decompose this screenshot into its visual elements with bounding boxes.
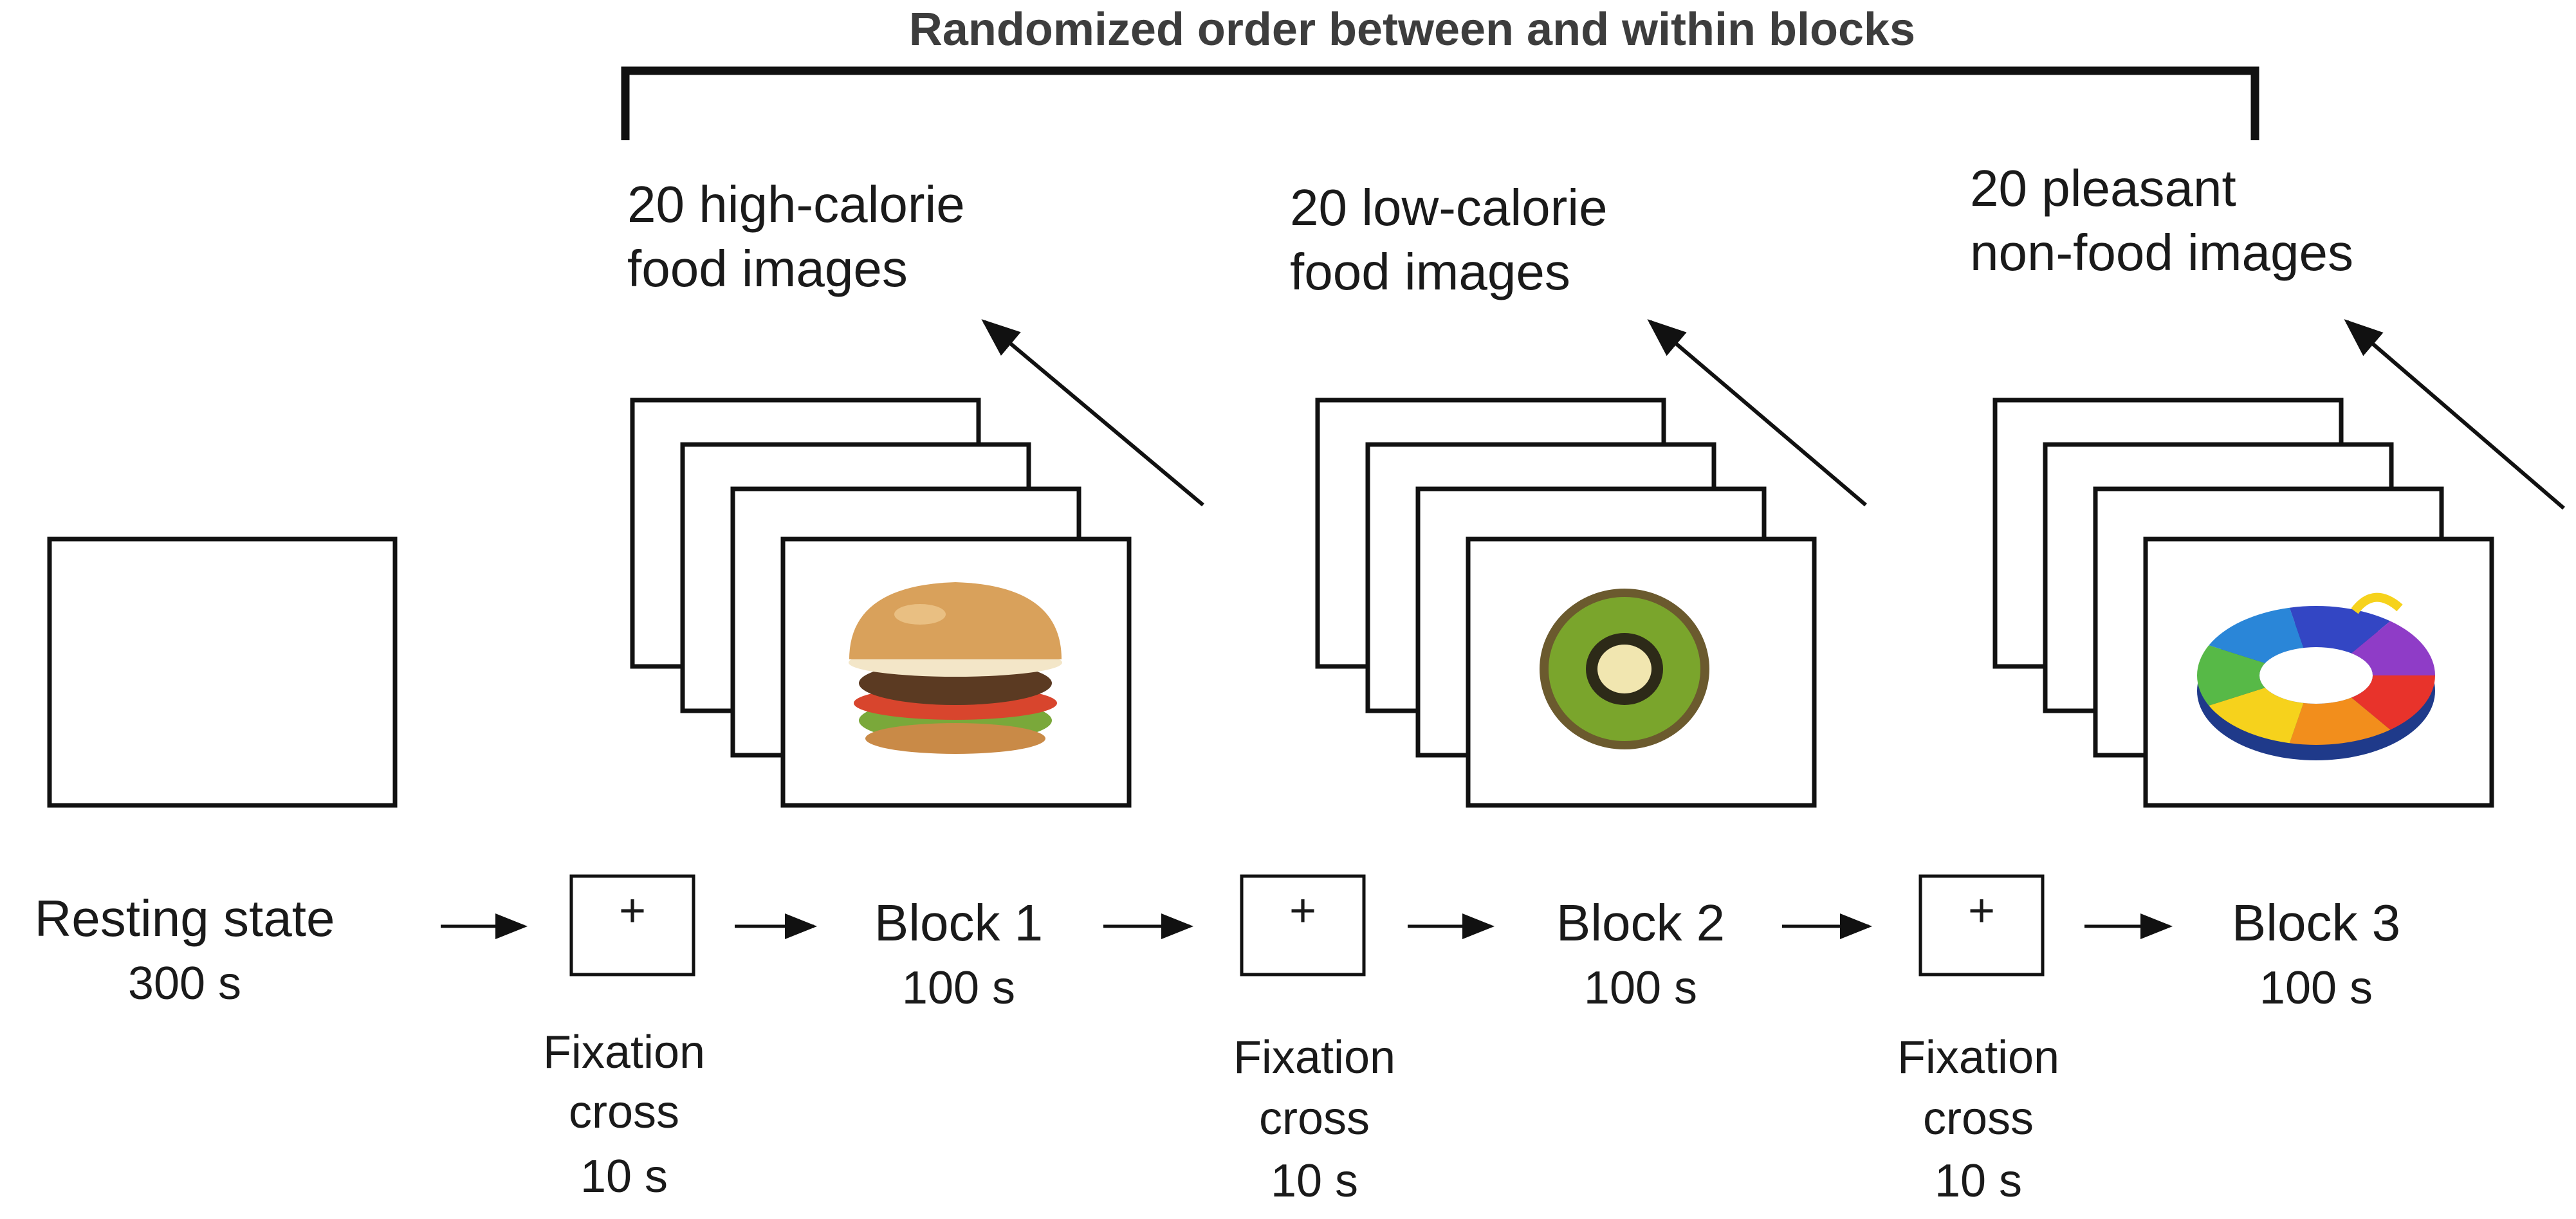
block-2-description-line2: food images [1290,243,1570,300]
fixation-duration-3: 10 s [1935,1155,2022,1207]
block-3-image-stack [1992,398,2494,808]
fixation-cross-screen-2 [1240,874,1366,976]
block-3-label: Block 3 [2232,894,2400,951]
block-3-stack-arrow [2344,319,2565,510]
fixation-cross-symbol-3: + [1968,885,1995,937]
fixation-cross-screen-1 [569,874,695,976]
fixation-label-3-line1: Fixation [1897,1032,2059,1083]
block-2-stack-arrow [1647,319,1867,507]
block-1-description-line1: 20 high-calorie [627,176,965,233]
block-1-label: Block 1 [874,894,1043,951]
resting-state-screen [47,536,398,808]
block-1-image-stack [630,398,1132,808]
burger-image [849,582,1062,754]
resting-state-duration: 300 s [128,958,241,1009]
diagram-title: Randomized order between and within bloc… [909,4,1915,55]
fixation-duration-2: 10 s [1271,1155,1358,1207]
block-2-image-stack [1315,398,1817,808]
fixation-cross-symbol-1: + [619,885,646,937]
block-2-duration: 100 s [1584,962,1697,1014]
block-3-duration: 100 s [2259,962,2373,1014]
block-1-duration: 100 s [902,962,1015,1014]
swim-ring-image [2196,592,2435,760]
block-1-description-line2: food images [627,240,908,297]
randomization-bracket [621,66,2259,140]
fixation-cross-screen-3 [1918,874,2045,976]
fixation-label-2-line1: Fixation [1233,1032,1395,1083]
fixation-label-2-line2: cross [1259,1093,1370,1144]
fixation-label-1-line2: cross [569,1086,679,1138]
fixation-cross-symbol-2: + [1289,885,1316,937]
fixation-duration-1: 10 s [580,1151,668,1202]
resting-state-label: Resting state [35,890,335,947]
fixation-label-3-line2: cross [1923,1093,2034,1144]
block-2-description-line1: 20 low-calorie [1290,179,1608,236]
block-2-label: Block 2 [1556,894,1725,951]
block-1-stack-arrow [981,319,1204,507]
kiwi-image [1540,589,1709,749]
fixation-label-1-line1: Fixation [543,1027,705,1078]
block-3-description-line1: 20 pleasant [1970,160,2236,217]
block-3-description-line2: non-food images [1970,224,2353,281]
